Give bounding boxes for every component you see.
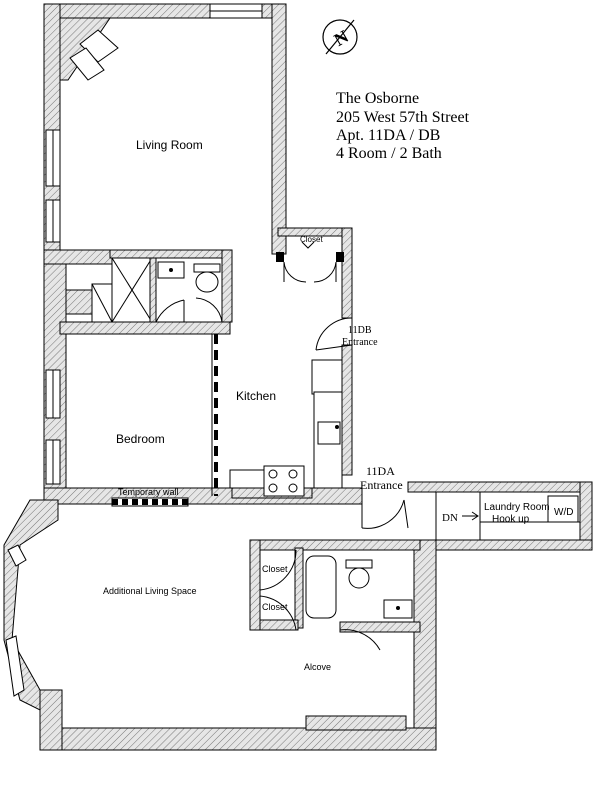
- closet-top: [276, 241, 344, 283]
- building-address: 205 West 57th Street: [336, 109, 470, 126]
- label-entrance-db-2: Entrance: [342, 337, 378, 348]
- entrance-da-door: [361, 490, 409, 529]
- label-closet-a: Closet: [262, 564, 288, 574]
- label-alcove: Alcove: [304, 662, 331, 672]
- bathroom-2: [259, 549, 413, 651]
- bathroom-1: [65, 257, 223, 323]
- label-closet-top: Closet: [300, 235, 323, 244]
- label-bedroom: Bedroom: [116, 432, 165, 446]
- label-hook-up: Hook up: [492, 514, 530, 525]
- label-dn: DN: [442, 512, 458, 524]
- apartment-info: The Osborne 205 West 57th Street Apt. 11…: [336, 90, 470, 162]
- entrance-db-door: [315, 317, 353, 351]
- compass: N: [322, 19, 358, 55]
- label-temporary-wall: Temporary wall: [118, 487, 179, 497]
- label-laundry-room: Laundry Room: [484, 502, 550, 513]
- label-wd: W/D: [554, 507, 573, 518]
- label-closet-b: Closet: [262, 602, 288, 612]
- room-labels: Living Room Closet 11DB Entrance Kitchen…: [103, 138, 573, 672]
- label-entrance-db-1: 11DB: [348, 325, 372, 336]
- building-name: The Osborne: [336, 90, 419, 107]
- exterior-walls: [3, 3, 593, 751]
- laundry-room: [435, 491, 581, 541]
- label-entrance-da-1: 11DA: [366, 464, 395, 478]
- apartment-number: Apt. 11DA / DB: [336, 127, 440, 144]
- label-additional-living: Additional Living Space: [103, 586, 197, 596]
- room-count: 4 Room / 2 Bath: [336, 145, 442, 162]
- label-kitchen: Kitchen: [236, 389, 276, 403]
- label-entrance-da-2: Entrance: [360, 478, 403, 492]
- kitchen: [211, 334, 343, 497]
- windows: [5, 3, 263, 697]
- temporary-wall: [111, 497, 189, 507]
- label-living-room: Living Room: [136, 138, 203, 152]
